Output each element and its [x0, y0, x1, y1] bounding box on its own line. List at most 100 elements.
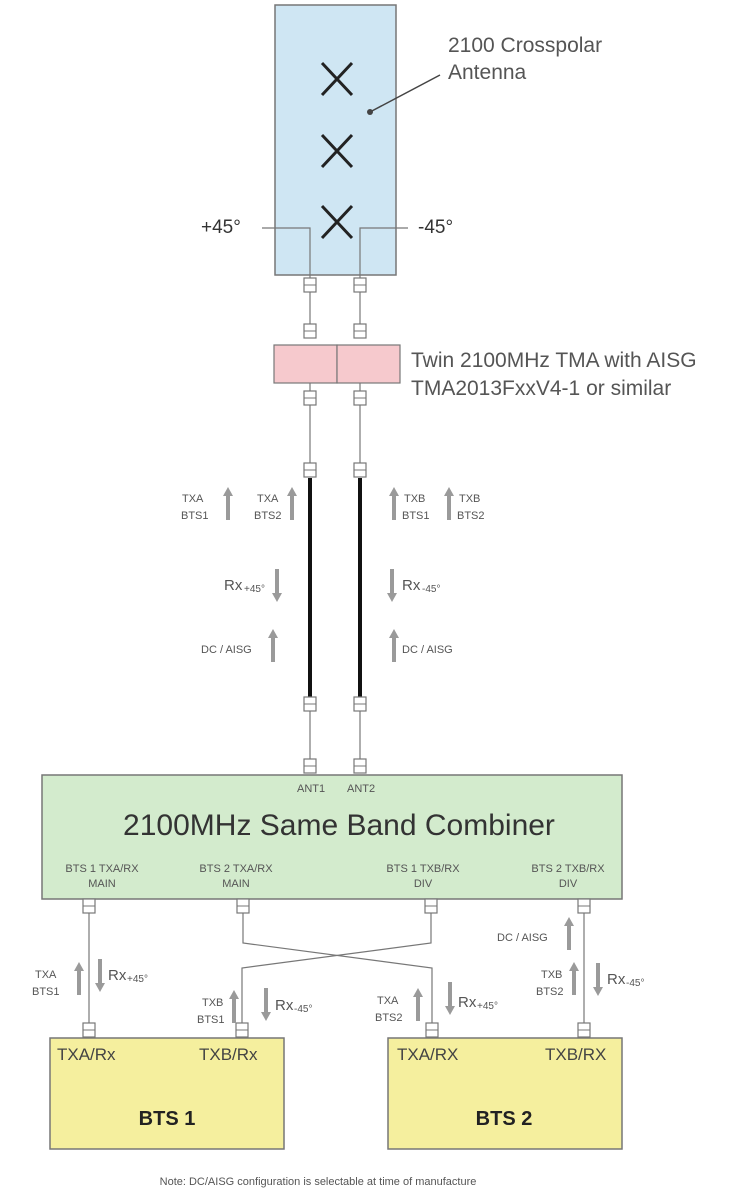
feeder-left-rx-main: Rx	[224, 577, 243, 594]
arrow-up-icon	[564, 917, 574, 950]
arrow-up-icon	[413, 988, 423, 1021]
combiner-port2-line1: BTS 2 TXA/RX	[199, 863, 273, 875]
ant1-port-label: ANT1	[297, 783, 325, 795]
connector	[303, 462, 317, 478]
combiner-title: 2100MHz Same Band Combiner	[123, 809, 555, 842]
combiner-port4-line2: DIV	[559, 878, 578, 890]
arrow-up-icon	[389, 629, 399, 662]
connector	[353, 323, 367, 339]
connector	[353, 696, 367, 712]
connector	[353, 758, 367, 774]
connector	[425, 1022, 439, 1038]
feeder-left-dc: DC / AISG	[201, 644, 252, 656]
feeder-left-tx1-line2: BTS1	[181, 510, 209, 522]
bts1-port-b: TXB/Rx	[199, 1045, 258, 1064]
bts2-box	[387, 1037, 623, 1150]
tma-label-line2: TMA2013FxxV4-1 or similar	[411, 377, 671, 400]
bts1-port-a: TXA/Rx	[57, 1045, 116, 1064]
combiner-port2-line2: MAIN	[222, 878, 250, 890]
link3-rx-main: Rx	[458, 994, 477, 1011]
arrow-up-icon	[569, 962, 579, 995]
connector	[303, 323, 317, 339]
feeder-left-tx2-line1: TXA	[257, 493, 279, 505]
feeder-right-tx2-line1: TXB	[459, 493, 480, 505]
polarization-plus-label: +45°	[201, 217, 241, 238]
connector	[577, 898, 591, 914]
arrow-up-icon	[287, 487, 297, 520]
link1-rx-sub: +45°	[127, 974, 148, 985]
arrow-up-icon	[229, 990, 239, 1023]
connector	[235, 1022, 249, 1038]
link1-rx-main: Rx	[108, 967, 127, 984]
connector	[236, 898, 250, 914]
link3-rx-sub: +45°	[477, 1001, 498, 1012]
tma-unit-left	[273, 344, 338, 384]
link3-tx-line1: TXA	[377, 995, 399, 1007]
link4-tx-line2: BTS2	[536, 986, 564, 998]
combiner-port1-line1: BTS 1 TXA/RX	[65, 863, 139, 875]
feeder-left-rx-sub: +45°	[244, 584, 265, 595]
connector	[82, 898, 96, 914]
link4-tx-line1: TXB	[541, 969, 562, 981]
connector	[303, 277, 317, 293]
bts1-name: BTS 1	[139, 1108, 196, 1130]
arrow-up-icon	[268, 629, 278, 662]
feeder-right-tx2-line2: BTS2	[457, 510, 485, 522]
antenna-label-line2: Antenna	[448, 61, 527, 84]
footnote: Note: DC/AISG configuration is selectabl…	[160, 1176, 477, 1188]
arrow-down-icon	[261, 988, 271, 1021]
tma-unit-right	[336, 344, 401, 384]
connector	[303, 696, 317, 712]
arrow-down-icon	[387, 569, 397, 602]
feeder-right-tx1-line2: BTS1	[402, 510, 430, 522]
link3-tx-line2: BTS2	[375, 1012, 403, 1024]
combiner-box	[41, 774, 623, 900]
connector	[82, 1022, 96, 1038]
combiner-port1-line2: MAIN	[88, 878, 116, 890]
feeder-right-tx1-line1: TXB	[404, 493, 425, 505]
ant2-port-label: ANT2	[347, 783, 375, 795]
antenna	[262, 4, 441, 283]
arrow-down-icon	[272, 569, 282, 602]
tma-label-line1: Twin 2100MHz TMA with AISG	[411, 349, 697, 372]
connector	[303, 390, 317, 406]
link4-dc: DC / AISG	[497, 932, 548, 944]
link2-tx-line2: BTS1	[197, 1014, 225, 1026]
link2-tx-line1: TXB	[202, 997, 223, 1009]
cross-pol-element-icon	[320, 204, 354, 240]
tma	[273, 344, 401, 384]
feeder-left-tx2-line2: BTS2	[254, 510, 282, 522]
bts2-port-a: TXA/RX	[397, 1045, 458, 1064]
link2-rx-main: Rx	[275, 997, 294, 1014]
cross-pol-element-icon	[320, 61, 354, 97]
link4-rx-main: Rx	[607, 971, 626, 988]
arrow-up-icon	[74, 962, 84, 995]
antenna-label-line1: 2100 Crosspolar	[448, 34, 602, 57]
bts2-port-b: TXB/RX	[545, 1045, 606, 1064]
bts2-name: BTS 2	[476, 1108, 533, 1130]
combiner-port4-line1: BTS 2 TXB/RX	[531, 863, 605, 875]
arrow-down-icon	[445, 982, 455, 1015]
link4-rx-sub: -45°	[626, 978, 644, 989]
cross-pol-element-icon	[320, 133, 354, 169]
connector	[353, 277, 367, 293]
link1-tx-line1: TXA	[35, 969, 57, 981]
link1-tx-line2: BTS1	[32, 986, 60, 998]
arrow-down-icon	[593, 963, 603, 996]
arrow-down-icon	[95, 959, 105, 992]
connector	[353, 390, 367, 406]
bts1-box	[49, 1037, 285, 1150]
antenna-body	[274, 4, 397, 276]
feeder-right-rx-sub: -45°	[422, 584, 440, 595]
connector	[303, 758, 317, 774]
combiner-port3-line1: BTS 1 TXB/RX	[386, 863, 460, 875]
arrow-up-icon	[444, 487, 454, 520]
arrow-up-icon	[223, 487, 233, 520]
antenna-callout-line	[369, 74, 441, 113]
link2-rx-sub: -45°	[294, 1004, 312, 1015]
arrow-up-icon	[389, 487, 399, 520]
feeder-right-dc: DC / AISG	[402, 644, 453, 656]
polarization-minus-label: -45°	[418, 217, 453, 238]
connector	[353, 462, 367, 478]
